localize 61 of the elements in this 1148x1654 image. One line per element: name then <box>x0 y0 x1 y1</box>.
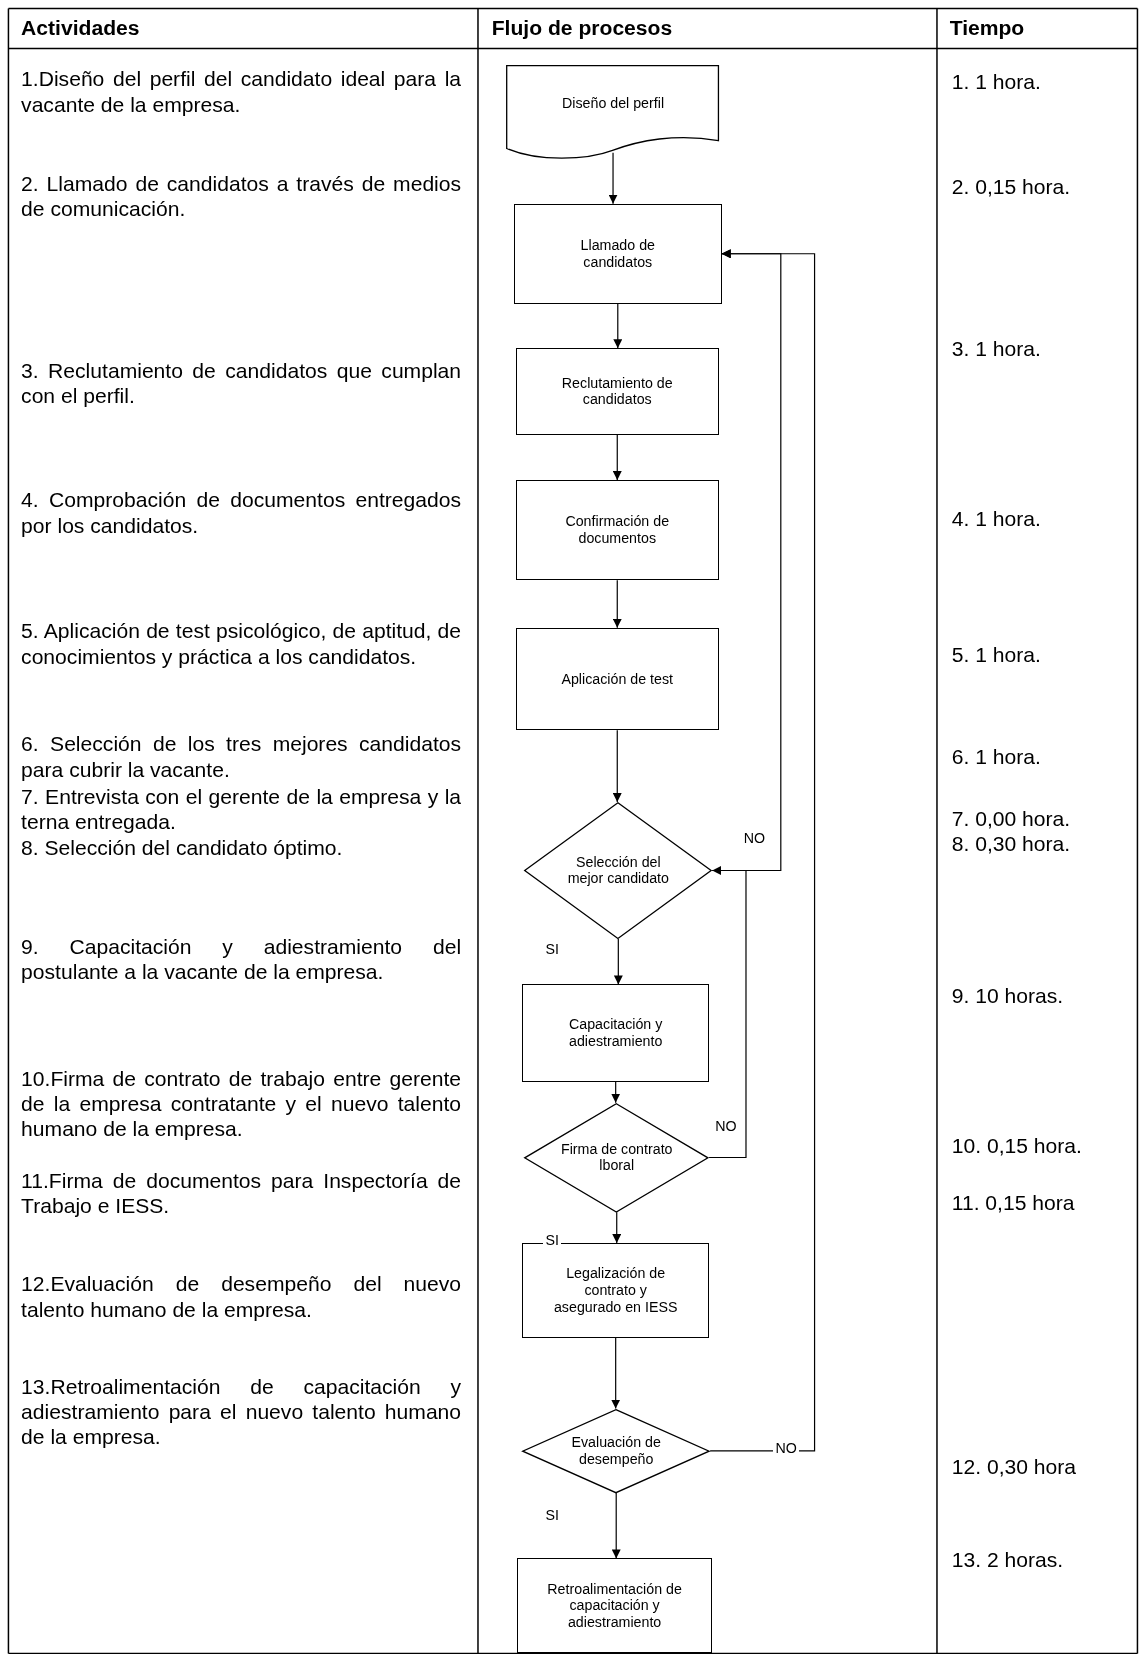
time-text: 9. 10 horas. <box>951 983 1064 1009</box>
box-label: Aplicación de test <box>560 670 675 688</box>
activity-text: 10.Firma de contrato de trabajo entre gerente de la empresa contratante y el nuevo talento humano de la empresa. <box>21 1065 462 1142</box>
arrow <box>612 1211 622 1244</box>
activity-text: 8. Selección del candidato óptimo. <box>21 834 344 860</box>
time-text: 5. 1 hora. <box>951 641 1041 667</box>
activity-text: 13.Retroalimentación de capacitación y adiestramiento para el nuevo talento humano de la empresa. <box>21 1373 462 1450</box>
decision-diamond <box>524 1102 710 1213</box>
activity-text: 4. Comprobación de documentos entregados por los candidatos. <box>21 487 462 539</box>
arrow <box>612 729 622 803</box>
column-header: Flujo de procesos <box>491 14 673 41</box>
box-label: Diseño del perfil <box>561 94 666 112</box>
time-text: 13. 2 horas. <box>951 1546 1064 1573</box>
arrow <box>709 249 816 1452</box>
activity-text: 9. Capacitación y adiestramiento del postulante a la vacante de la empresa. <box>21 933 462 985</box>
time-text: 11. 0,15 hora <box>951 1190 1075 1216</box>
time-text: 4. 1 hora. <box>951 506 1041 532</box>
activity-text: 12.Evaluación de desempeño del nuevo talento humano de la empresa. <box>21 1271 462 1323</box>
arrow <box>708 866 747 1159</box>
time-text: 6. 1 hora. <box>951 743 1041 770</box>
activity-text: 6. Selección de los tres mejores candidatos para cubrir la vacante. <box>21 731 462 782</box>
box-label: Retroalimentación de capacitación y adiestramiento <box>546 1580 683 1632</box>
arrow <box>613 938 623 986</box>
column-header: Tiempo <box>949 14 1025 41</box>
time-text: 3. 1 hora. <box>951 335 1041 361</box>
box-label: Capacitación y adiestramiento <box>568 1016 664 1050</box>
box-label: Confirmación de documentos <box>564 513 671 548</box>
activity-text: 11.Firma de documentos para Inspectoría de Trabajo e IESS. <box>21 1168 462 1219</box>
time-text: 1. 1 hora. <box>951 68 1041 94</box>
process-box <box>515 480 719 581</box>
box-label: Llamado de candidatos <box>579 236 656 271</box>
process-box <box>513 203 722 304</box>
time-text: 12. 0,30 hora <box>951 1454 1077 1480</box>
box-label: Legalización de contrato y asegurado en IESS <box>552 1265 679 1316</box>
column-header: Actividades <box>21 14 140 41</box>
activity-text: 7. Entrevista con el gerente de la empresa y la terna entregada. <box>21 783 462 835</box>
time-text: 8. 0,30 hora. <box>951 831 1071 857</box>
activity-text: 2. Llamado de candidatos a través de medios de comunicación. <box>21 170 462 222</box>
box-label: Firma de contrato lboral <box>559 1140 674 1175</box>
arrow <box>613 303 623 349</box>
arrow <box>612 434 622 481</box>
time-text: 2. 0,15 hora. <box>951 174 1071 200</box>
process-box <box>515 348 719 435</box>
process-box <box>522 984 710 1082</box>
arrow <box>611 1492 621 1560</box>
arrow <box>611 1080 621 1104</box>
arrow <box>611 1337 621 1410</box>
arrow <box>608 152 618 205</box>
activity-text: 5. Aplicación de test psicológico, de aptitud, de conocimientos y práctica a los candidatos. <box>21 618 462 669</box>
activity-text: 3. Reclutamiento de candidatos que cumplan con el perfil. <box>21 357 462 409</box>
arrow <box>612 579 622 629</box>
decision-diamond <box>522 1408 711 1493</box>
time-text: 7. 0,00 hora. <box>951 806 1071 832</box>
decision-diamond <box>524 801 713 940</box>
box-label: Selección del mejor candidato <box>566 853 670 888</box>
activity-text: 1.Diseño del perfil del candidato ideal para la vacante de la empresa. <box>21 66 462 118</box>
box-label: Reclutamiento de candidatos <box>560 374 674 409</box>
time-text: 10. 0,15 hora. <box>951 1133 1082 1159</box>
process-box <box>517 1558 713 1654</box>
box-label: Evaluación de desempeño <box>570 1433 662 1468</box>
process-box <box>515 627 719 731</box>
